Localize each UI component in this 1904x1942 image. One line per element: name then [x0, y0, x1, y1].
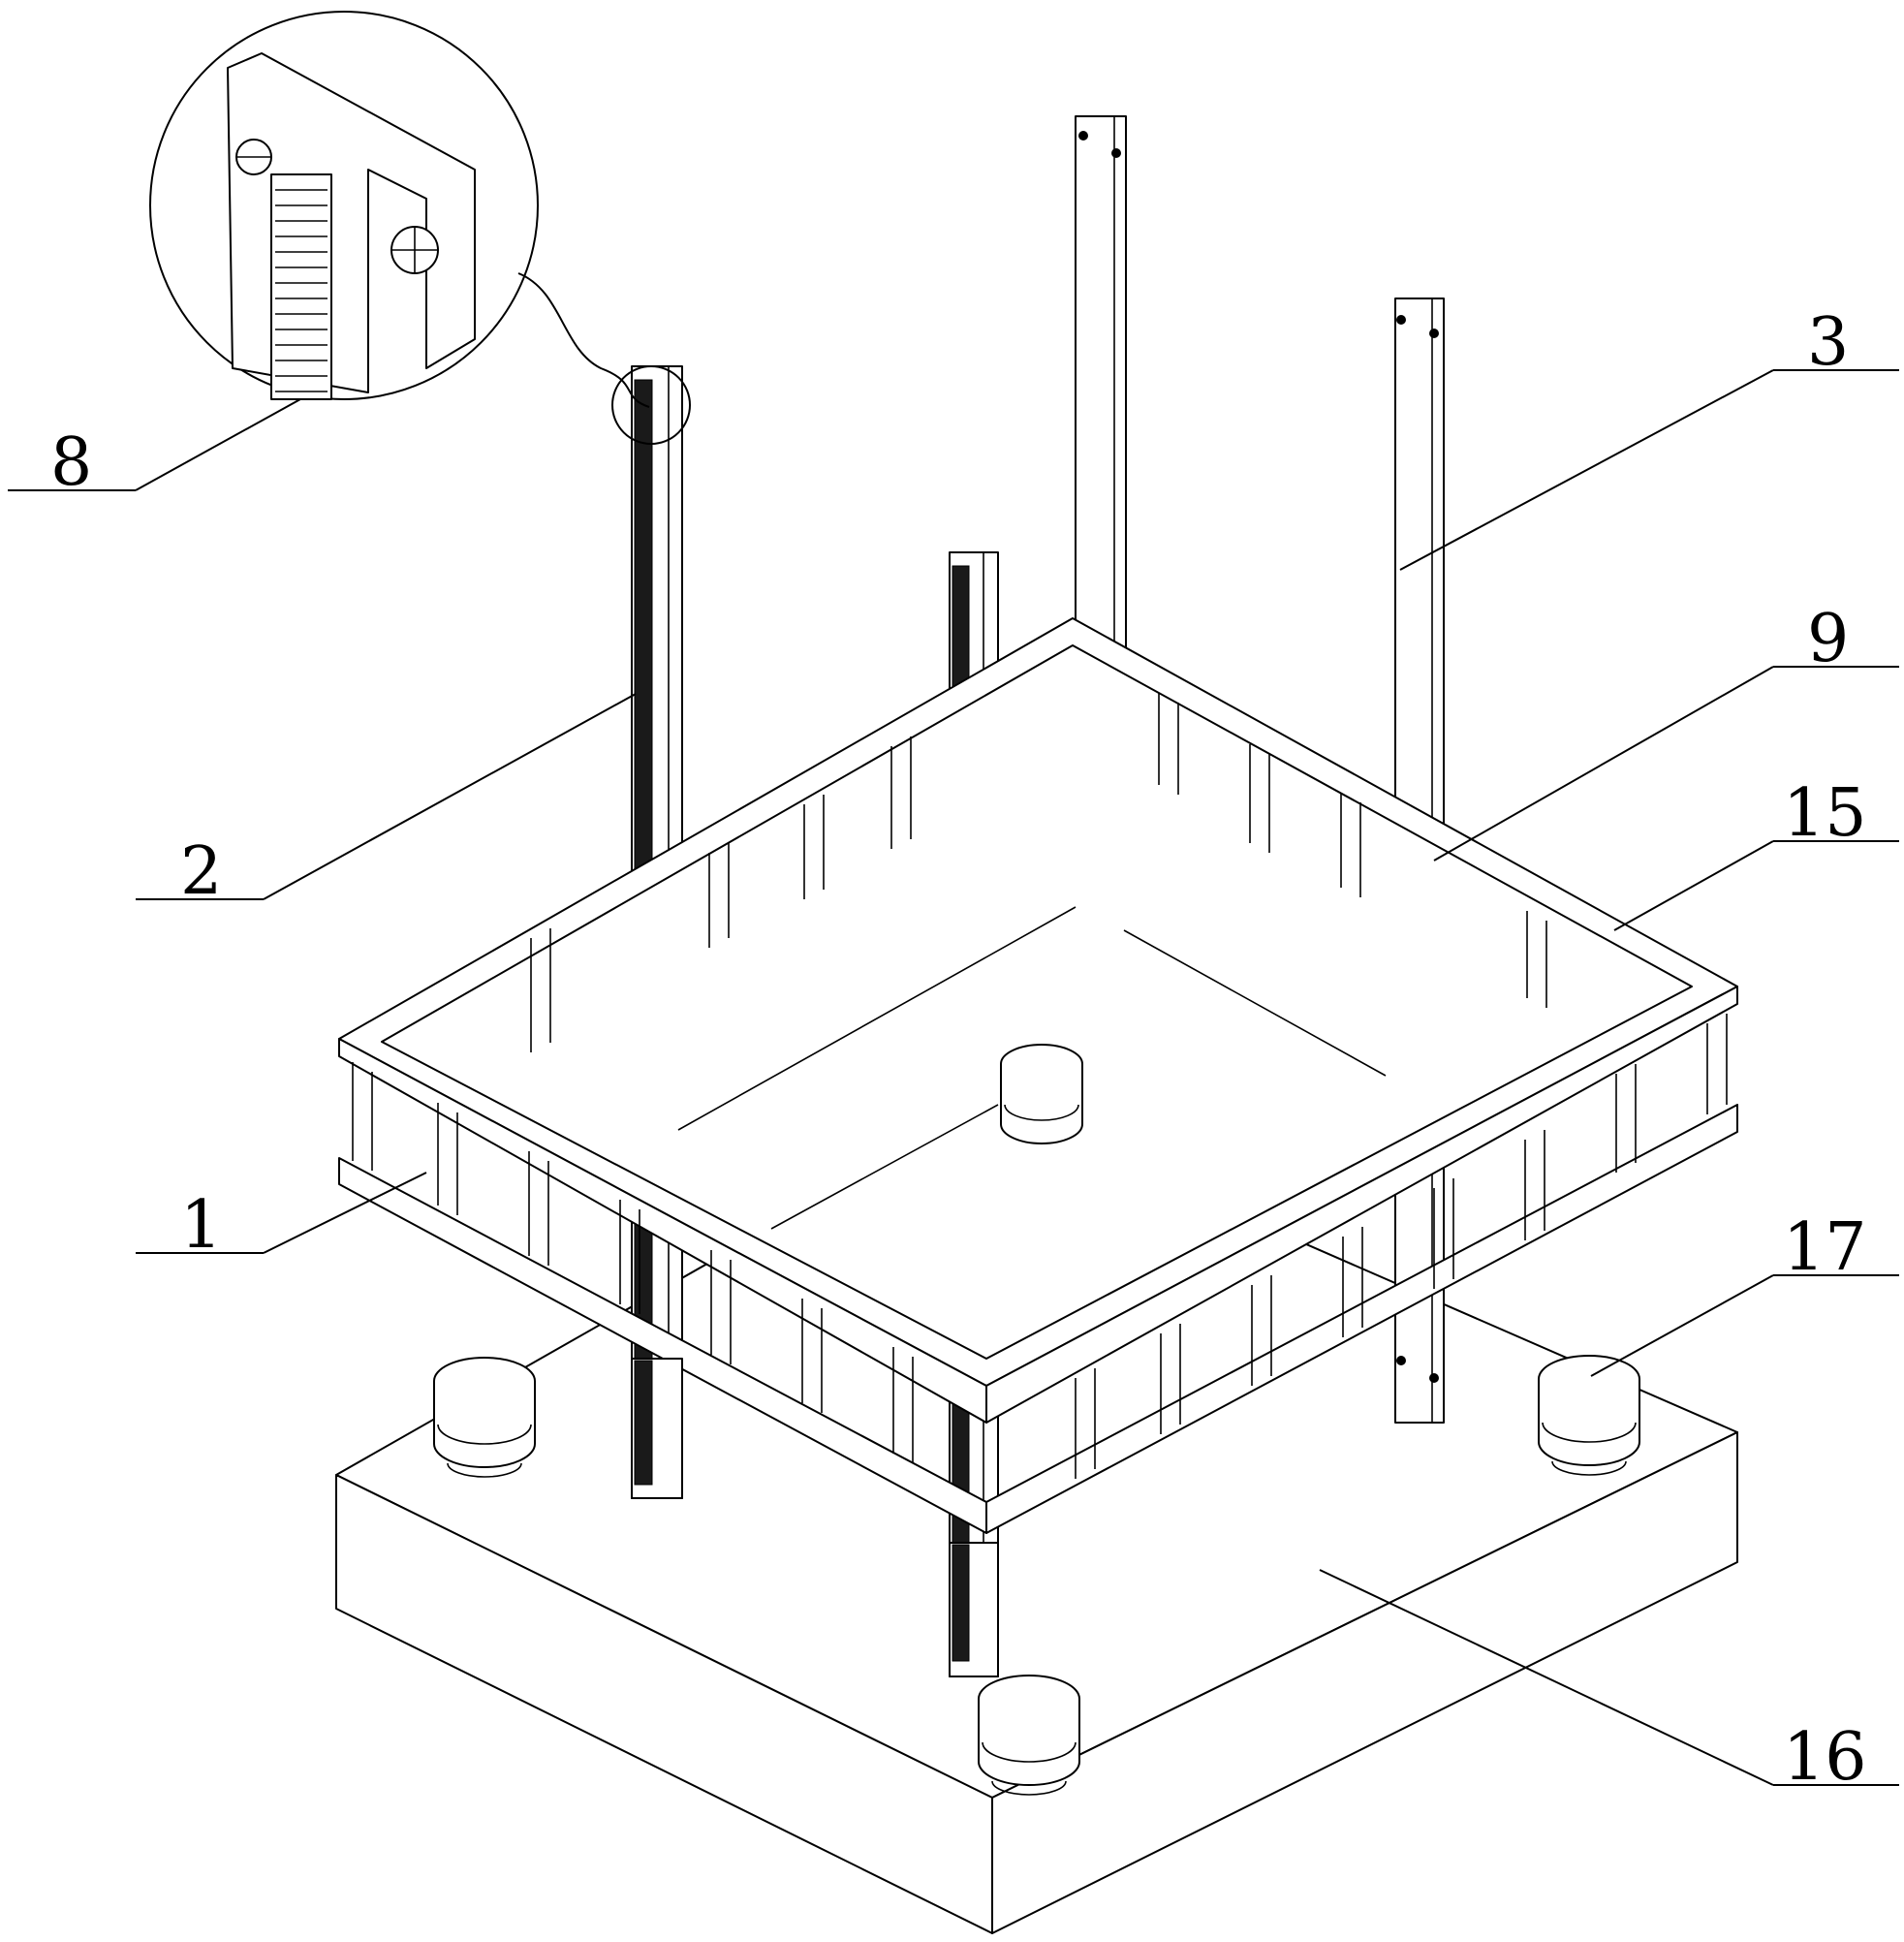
detail-callout	[150, 12, 690, 444]
label-17: 17	[1783, 1209, 1867, 1286]
label-9: 9	[1807, 601, 1849, 677]
label-8: 8	[50, 424, 92, 501]
label-3: 3	[1807, 304, 1849, 381]
support-foot	[434, 1358, 535, 1477]
support-foot	[1001, 1045, 1082, 1143]
label-2: 2	[180, 833, 222, 910]
label-15: 15	[1783, 775, 1867, 852]
support-foot	[1539, 1356, 1639, 1475]
support-foot	[979, 1676, 1079, 1795]
label-16: 16	[1783, 1719, 1867, 1796]
label-1: 1	[180, 1187, 222, 1264]
